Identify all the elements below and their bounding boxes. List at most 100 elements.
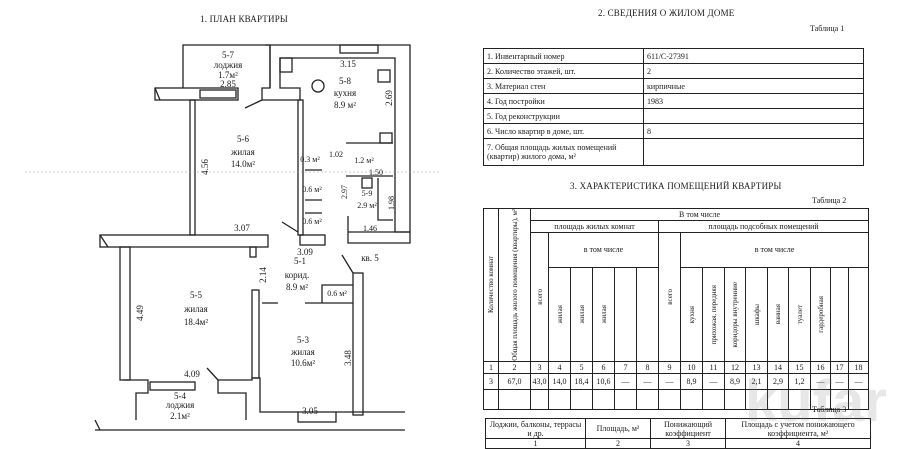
empty-cell xyxy=(702,388,725,410)
column-header-11: прихожая, передняя xyxy=(702,266,725,362)
table-cell: 8,9 xyxy=(724,372,746,390)
room-59-num: 5-9 xyxy=(362,189,373,198)
table-cell: — xyxy=(614,372,637,390)
plan-title: 1. ПЛАН КВАРТИРЫ xyxy=(200,14,288,24)
header-total-area: Общая площадь жилого помещения (квартиры… xyxy=(498,208,531,362)
watermark-text: kufar xyxy=(745,369,887,434)
row-value: 1983 xyxy=(643,93,864,109)
empty-cell xyxy=(498,388,531,410)
dim-102: 1.02 xyxy=(329,150,343,159)
column-number: 1 xyxy=(483,360,499,374)
row-value xyxy=(643,108,864,124)
room-54-num: 5-4 xyxy=(174,391,186,401)
column-header-7 xyxy=(614,266,637,362)
room-51-type: корид. xyxy=(285,270,310,280)
row-label: 1. Инвентарный номер xyxy=(483,48,644,64)
empty-cell xyxy=(847,388,870,410)
room-58-height: 2.69 xyxy=(384,90,394,106)
table-row: 5. Год реконструкции xyxy=(483,108,864,124)
room-58-type: кухня xyxy=(334,88,356,98)
empty-cell xyxy=(636,388,659,410)
table-cell: 67,0 xyxy=(498,372,531,390)
room-53-num: 5-3 xyxy=(297,335,309,345)
col-number: 4 xyxy=(725,438,871,449)
column-number: 2 xyxy=(498,360,531,374)
header-area: Площадь, м² xyxy=(585,418,651,439)
table1-label: Таблица 1 xyxy=(810,24,845,33)
room-57-type: лоджия xyxy=(214,60,243,70)
room-53-type: жилая xyxy=(290,347,315,357)
table-cell: 14,0 xyxy=(548,372,571,390)
table-row: 7. Общая площадь жилых помещений (кварти… xyxy=(483,138,864,166)
empty-cell xyxy=(592,388,615,410)
room-54-type: лоджия xyxy=(166,400,195,410)
table-cell: — xyxy=(702,372,725,390)
table-cell: 43,0 xyxy=(530,372,549,390)
column-number: 7 xyxy=(614,360,637,374)
table-row: 2. Количество этажей, шт.2 xyxy=(483,63,864,79)
row-label: 3. Материал стен xyxy=(483,78,644,94)
row-label: 7. Общая площадь жилых помещений (кварти… xyxy=(483,138,644,166)
floor-plan: 5-7 лоджия 1.7м² 2.85 3.15 5-8 кухня 8.9… xyxy=(25,44,440,431)
header-living-incl: в том числе xyxy=(548,232,659,268)
row-label: 4. Год постройки xyxy=(483,93,644,109)
column-number: 11 xyxy=(702,360,725,374)
header-coefficient: Понижающий коэффициент xyxy=(650,418,726,439)
header-living-total: всего xyxy=(530,232,549,362)
empty-cell xyxy=(570,388,593,410)
table-cell: 18,4 xyxy=(570,372,593,390)
section2-title: 2. СВЕДЕНИЯ О ЖИЛОМ ДОМЕ xyxy=(598,8,735,18)
room-59-width: 1.46 xyxy=(363,224,377,233)
room-57-area: 1.7м² xyxy=(218,70,238,80)
room-55-area: 18.4м² xyxy=(184,317,208,327)
room-53-height: 3.48 xyxy=(343,350,353,366)
room-53-area: 10.6м² xyxy=(291,358,315,368)
room-54-dim: 4.09 xyxy=(184,369,200,379)
room-51-num: 5-1 xyxy=(294,256,306,266)
room-54-area: 2.1м² xyxy=(170,411,190,421)
column-number: 4 xyxy=(548,360,571,374)
row-label: 5. Год реконструкции xyxy=(483,108,644,124)
table3-label: Таблица 3 xyxy=(812,405,847,414)
room-58-num: 5-8 xyxy=(339,76,351,86)
column-header-13: шкафы xyxy=(745,266,768,362)
column-header-16: гардеробная xyxy=(810,266,831,362)
column-number: 10 xyxy=(680,360,703,374)
row-value: 8 xyxy=(643,123,864,139)
area-12: 1.2 м² xyxy=(354,156,374,165)
area-03: 0.3 м² xyxy=(300,155,320,164)
room-59-area: 2.9 м² xyxy=(357,201,377,210)
row-label: 2. Количество этажей, шт. xyxy=(483,63,644,79)
empty-cell xyxy=(724,388,746,410)
column-number: 8 xyxy=(636,360,659,374)
dim-150: 1.50 xyxy=(369,168,383,177)
col-number: 1 xyxy=(485,438,586,449)
watermark-logo: kufar xyxy=(745,368,887,435)
area-06-b: 0.6 м² xyxy=(302,217,322,226)
room-55-num: 5-5 xyxy=(190,290,202,300)
column-number: 6 xyxy=(592,360,615,374)
room-55-width: 2.14 xyxy=(258,267,268,283)
room-57-dim: 2.85 xyxy=(220,79,236,89)
header-rooms-count: Количество комнат xyxy=(483,208,499,362)
room-56-width: 3.07 xyxy=(234,223,250,233)
column-header-14: ванная xyxy=(767,266,789,362)
table-cell: 3 xyxy=(483,372,499,390)
empty-cell xyxy=(614,388,637,410)
row-value: 611/С-27391 xyxy=(643,48,864,64)
room-57-num: 5-7 xyxy=(222,50,234,60)
header-aux-area: площадь подсобных помещений xyxy=(657,220,870,233)
table-row: 6. Число квартир в доме, шт.8 xyxy=(483,123,864,139)
column-header-15: туалет xyxy=(788,266,811,362)
empty-cell xyxy=(548,388,571,410)
header-living-area: площадь жилых комнат xyxy=(530,220,659,233)
room-58-area: 8.9 м² xyxy=(334,100,356,110)
header-aux-total: всего xyxy=(658,232,681,362)
table-row xyxy=(483,388,870,410)
room-53-width: 3.05 xyxy=(302,406,318,416)
empty-cell xyxy=(680,388,703,410)
col-number: 3 xyxy=(650,438,726,449)
column-header-12: коридоры внутренние xyxy=(724,266,746,362)
